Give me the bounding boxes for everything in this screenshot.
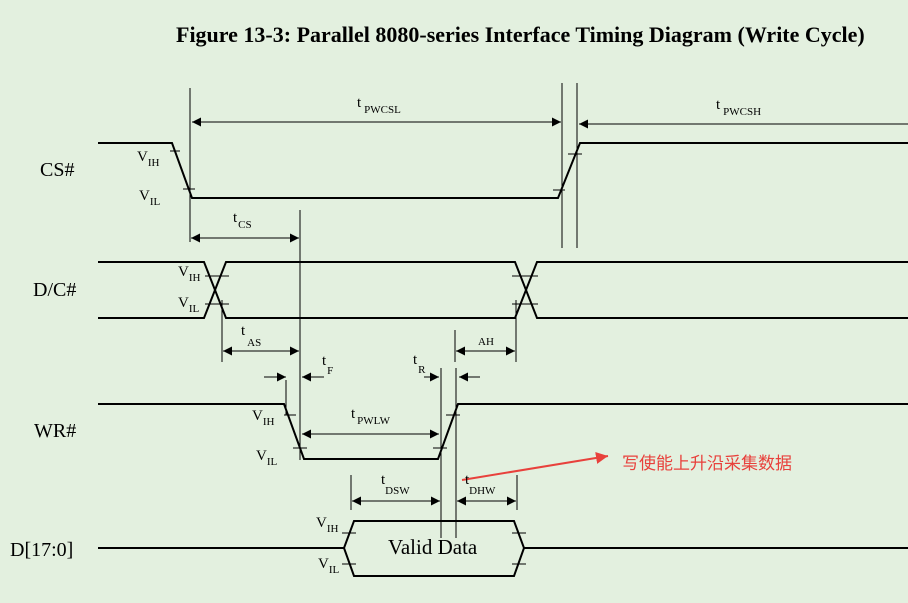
wr-vih-label: VIH xyxy=(252,408,275,428)
tdsw-label: tDSW xyxy=(381,472,410,497)
cs-vil-label: VIL xyxy=(139,188,161,208)
dc-vil-label: VIL xyxy=(178,295,200,315)
tcs-label: tCS xyxy=(233,210,252,231)
annotation-text: 写使能上升沿采集数据 xyxy=(622,453,792,474)
tr-label: tR xyxy=(413,352,426,376)
data-vih-label: VIH xyxy=(316,515,339,535)
signal-label-data: D[17:0] xyxy=(10,539,73,561)
valid-data-label: Valid Data xyxy=(388,535,478,559)
tf-label: tF xyxy=(322,353,333,377)
tas-label: tAS xyxy=(241,323,261,349)
tdhw-label: tDHW xyxy=(465,472,496,497)
dc-vih-label: VIH xyxy=(178,264,201,284)
data-vil-label: VIL xyxy=(318,556,340,576)
cs-waveform xyxy=(98,142,908,199)
signal-label-dc: D/C# xyxy=(33,279,76,301)
dc-waveform-upper xyxy=(98,261,908,319)
dc-waveform-lower xyxy=(98,261,908,319)
annotation-arrow xyxy=(461,452,609,481)
signal-label-cs: CS# xyxy=(40,159,74,181)
wr-waveform xyxy=(98,403,908,460)
tah-label: AH xyxy=(478,336,494,348)
diagram-title: Figure 13-3: Parallel 8080-series Interf… xyxy=(176,22,865,47)
cs-vih-label: VIH xyxy=(137,149,160,169)
signal-label-wr: WR# xyxy=(34,420,76,442)
wr-vil-label: VIL xyxy=(256,448,278,468)
